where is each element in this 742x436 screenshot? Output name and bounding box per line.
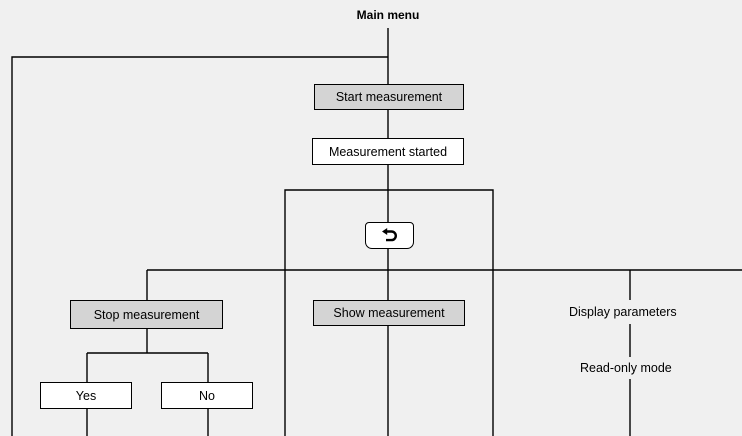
measurement-started-box: Measurement started bbox=[312, 138, 464, 165]
stop-measurement-box: Stop measurement bbox=[70, 300, 223, 329]
diagram-title: Main menu bbox=[356, 8, 420, 22]
back-key bbox=[365, 222, 414, 249]
read-only-mode-label: Read-only mode bbox=[576, 361, 676, 375]
display-parameters-label: Display parameters bbox=[565, 305, 681, 319]
connector-loop-bracket bbox=[284, 189, 494, 436]
connector-left-return bbox=[11, 56, 388, 436]
no-box: No bbox=[161, 382, 253, 409]
back-arrow-icon bbox=[381, 227, 397, 241]
show-measurement-box: Show measurement bbox=[313, 300, 465, 326]
yes-box: Yes bbox=[40, 382, 132, 409]
start-measurement-box: Start measurement bbox=[314, 84, 464, 110]
